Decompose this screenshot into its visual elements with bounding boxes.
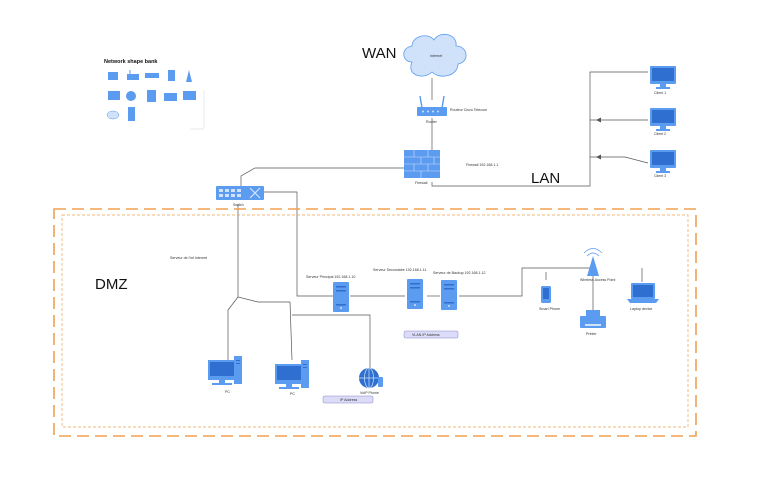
- firewall-note: Firewall 192.168.1.1: [466, 163, 498, 167]
- server3-label: Serveur de Backup 192.168.1.12: [433, 271, 486, 275]
- dmz-zone: [53, 208, 697, 437]
- bank-item-printer-icon[interactable]: [164, 93, 177, 101]
- internet-label: Internet: [430, 54, 442, 58]
- firewall-label: Firewall: [415, 181, 428, 185]
- smart-phone-label: Smart Phone: [539, 307, 560, 311]
- server1-label: Serveur Principal 192.168.1.10: [306, 275, 355, 279]
- ip-badge: IP Address: [322, 395, 374, 404]
- lan-arrows: [596, 117, 601, 160]
- bank-item-antenna-icon[interactable]: [186, 70, 192, 82]
- client2-label: Client 2: [654, 132, 666, 136]
- bank-item-switch-icon[interactable]: [145, 73, 159, 78]
- client1-label: Client 1: [654, 91, 666, 95]
- shape-bank: Network shape bank: [104, 59, 205, 130]
- server2-label: Serveur Secondaire 192.168.1.11: [373, 268, 426, 272]
- pc1-label: PC: [225, 390, 230, 394]
- firewall-icon[interactable]: [404, 150, 440, 178]
- bank-item-server-rack-icon[interactable]: [108, 72, 118, 80]
- printer-label: Printer: [586, 332, 597, 336]
- bank-item-monitor-icon[interactable]: [108, 91, 120, 100]
- wireless-access-point-icon[interactable]: [583, 248, 603, 277]
- wireless-ap-label-line: Wireless Access Point: [580, 278, 615, 282]
- router-label: Router: [426, 120, 438, 124]
- router-note: Routeur Cisco Telecom: [450, 108, 487, 112]
- connection-lines: [227, 71, 649, 368]
- vlan-badge-text: VLAN IP Address: [412, 333, 440, 337]
- bank-item-server-icon[interactable]: [128, 107, 135, 121]
- bank-item-globe-icon[interactable]: [126, 91, 136, 101]
- zone-label-lan: LAN: [531, 170, 560, 187]
- client3-label: Client 3: [654, 174, 666, 178]
- laptop-label: Laptop device: [630, 307, 652, 311]
- dmz-note: Serveur de l'int Internet: [170, 256, 207, 260]
- switch-label: Switch: [233, 203, 244, 207]
- bank-item-tablet-icon[interactable]: [147, 90, 156, 102]
- switch-icon[interactable]: [216, 186, 264, 200]
- pc1-desktop-icon[interactable]: [208, 356, 242, 385]
- ip-badge-text: IP Address: [340, 398, 358, 402]
- voip-label: VoIP Phone: [360, 391, 379, 395]
- bank-item-phone-icon[interactable]: [168, 70, 175, 81]
- shape-bank-title: Network shape bank: [104, 59, 158, 65]
- server2-icon[interactable]: [407, 279, 423, 309]
- client1-monitor-icon[interactable]: [650, 66, 676, 89]
- internet-cloud-icon[interactable]: [403, 33, 467, 77]
- vlan-badge: VLAN IP Address: [403, 330, 459, 339]
- pc2-label: PC: [290, 392, 295, 396]
- server1-icon[interactable]: [333, 282, 349, 312]
- voip-phone-icon[interactable]: [359, 367, 383, 389]
- client2-monitor-icon[interactable]: [650, 108, 676, 131]
- zone-label-dmz: DMZ: [95, 276, 128, 293]
- zone-label-wan: WAN: [362, 45, 396, 62]
- smart-phone-icon[interactable]: [541, 286, 551, 303]
- bank-item-cloud-icon[interactable]: [106, 110, 120, 120]
- server3-icon[interactable]: [441, 280, 457, 310]
- laptop-icon[interactable]: [627, 283, 659, 303]
- client3-monitor-icon[interactable]: [650, 150, 676, 173]
- router-icon[interactable]: [417, 95, 447, 116]
- pc2-desktop-icon[interactable]: [275, 360, 309, 389]
- bank-item-router-icon[interactable]: [127, 70, 139, 80]
- printer-icon[interactable]: [580, 310, 606, 328]
- bank-item-laptop-icon[interactable]: [183, 91, 196, 100]
